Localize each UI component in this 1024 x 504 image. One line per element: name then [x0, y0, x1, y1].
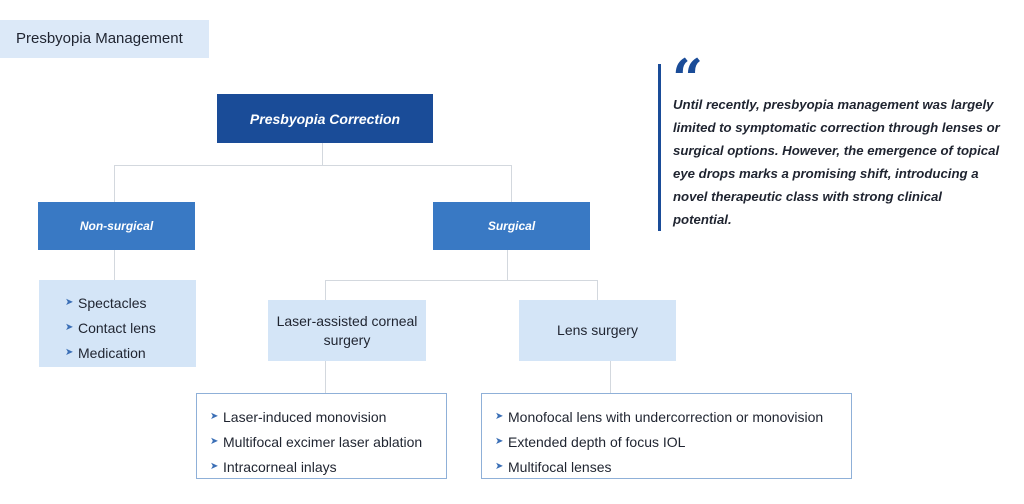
- connector: [511, 165, 512, 202]
- root-label: Presbyopia Correction: [249, 110, 401, 127]
- connector: [325, 361, 326, 393]
- laser-surgery-node: Laser-assisted corneal surgery: [268, 300, 426, 361]
- list-item: ➤ Spectacles: [65, 290, 196, 315]
- chevron-right-icon: ➤: [210, 436, 219, 447]
- chevron-right-icon: ➤: [495, 436, 504, 447]
- chevron-right-icon: ➤: [65, 322, 74, 333]
- list-item-label: Laser-induced monovision: [223, 408, 387, 425]
- connector: [507, 250, 508, 280]
- connector: [114, 250, 115, 280]
- chevron-right-icon: ➤: [210, 411, 219, 422]
- connector: [114, 165, 511, 166]
- connector: [325, 280, 598, 281]
- list-item: ➤ Medication: [65, 340, 196, 365]
- list-item-label: Multifocal excimer laser ablation: [223, 433, 423, 450]
- list-item: ➤ Intracorneal inlays: [210, 454, 446, 479]
- list-item: ➤ Laser-induced monovision: [210, 404, 446, 429]
- non-surgical-node: Non-surgical: [38, 202, 195, 250]
- quote-icon: “: [672, 47, 704, 111]
- non-surgical-label: Non-surgical: [79, 219, 154, 233]
- list-item: ➤ Multifocal lenses: [495, 454, 851, 479]
- list-item-label: Spectacles: [78, 294, 147, 311]
- quote-accent-bar: [658, 64, 661, 231]
- connector: [325, 280, 326, 300]
- surgical-node: Surgical: [433, 202, 590, 250]
- chevron-right-icon: ➤: [495, 461, 504, 472]
- laser-surgery-label: Laser-assisted corneal surgery: [276, 312, 418, 348]
- chevron-right-icon: ➤: [210, 461, 219, 472]
- connector: [610, 361, 611, 393]
- list-item: ➤ Monofocal lens with undercorrection or …: [495, 404, 851, 429]
- list-item-label: Multifocal lenses: [508, 458, 612, 475]
- lens-surgery-node: Lens surgery: [519, 300, 676, 361]
- surgical-label: Surgical: [487, 219, 536, 233]
- connector: [114, 165, 115, 202]
- chevron-right-icon: ➤: [65, 347, 74, 358]
- chevron-right-icon: ➤: [65, 297, 74, 308]
- chevron-right-icon: ➤: [495, 411, 504, 422]
- list-item-label: Monofocal lens with undercorrection or m…: [508, 408, 824, 425]
- list-item-label: Extended depth of focus IOL: [508, 433, 686, 450]
- connector: [322, 143, 323, 165]
- connector: [597, 280, 598, 300]
- list-item: ➤ Multifocal excimer laser ablation: [210, 429, 446, 454]
- lens-surgery-label: Lens surgery: [557, 322, 638, 338]
- list-item: ➤ Contact lens: [65, 315, 196, 340]
- page-title: Presbyopia Management: [0, 20, 209, 58]
- list-item-label: Contact lens: [78, 319, 156, 336]
- list-item-label: Medication: [78, 344, 146, 361]
- list-item-label: Intracorneal inlays: [223, 458, 337, 475]
- root-node: Presbyopia Correction: [217, 94, 433, 143]
- non-surgical-list: ➤ Spectacles ➤ Contact lens ➤ Medication: [39, 280, 196, 367]
- laser-surgery-list: ➤ Laser-induced monovision ➤ Multifocal ex…: [196, 393, 447, 479]
- quote-text: Until recently, presbyopia management wa…: [673, 97, 1000, 227]
- list-item: ➤ Extended depth of focus IOL: [495, 429, 851, 454]
- lens-surgery-list: ➤ Monofocal lens with undercorrection or …: [481, 393, 852, 479]
